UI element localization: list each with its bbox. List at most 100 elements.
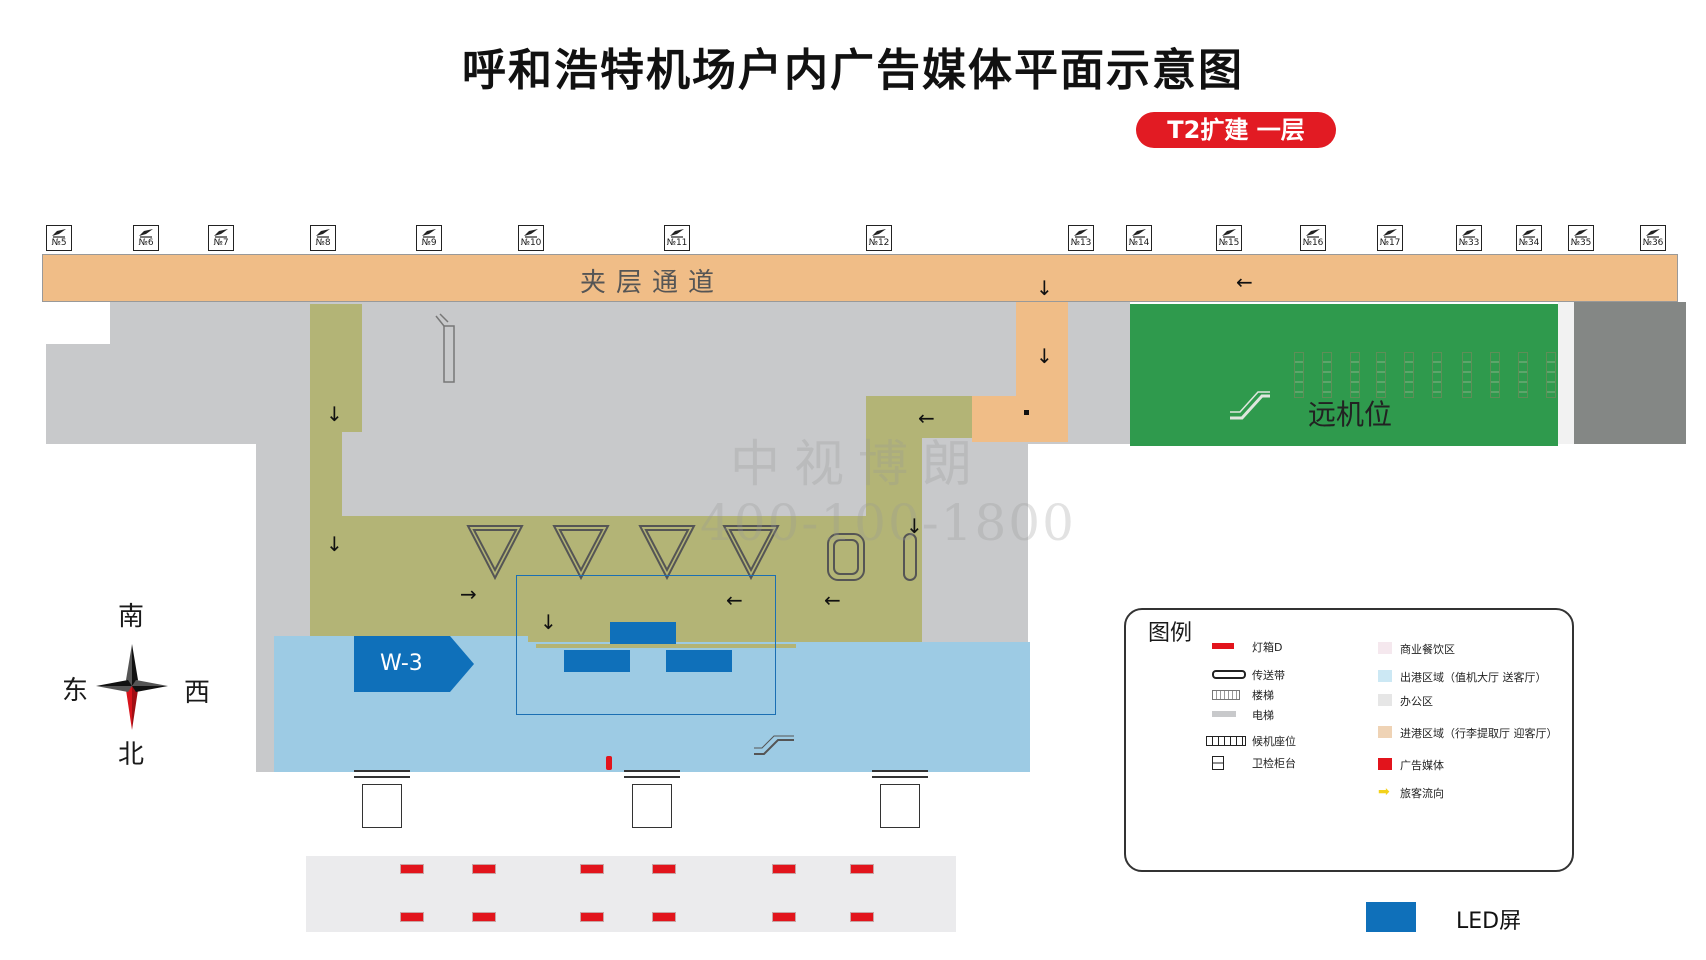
dot-marker xyxy=(1024,410,1029,415)
airplane-departure-icon xyxy=(670,229,684,238)
waiting-seat-row xyxy=(1322,352,1332,398)
gate-number: №6 xyxy=(138,238,154,248)
exit-door-2 xyxy=(632,784,672,828)
gate-number: №5 xyxy=(51,238,67,248)
arrow-icon: ↓ xyxy=(1036,344,1053,368)
waiting-seat-row xyxy=(1350,352,1360,398)
legend-swatch xyxy=(1378,670,1392,682)
media-tag-label[interactable]: W-3 xyxy=(380,651,423,676)
lightbox-media[interactable] xyxy=(850,864,874,874)
lightbox-media[interactable] xyxy=(400,864,424,874)
mezzanine-corridor xyxy=(42,254,1678,302)
arrow-icon: ← xyxy=(726,588,743,612)
airplane-departure-icon xyxy=(1132,229,1146,238)
arrow-icon: ← xyxy=(918,406,935,430)
legend-title: 图例 xyxy=(1148,621,1193,646)
led-screen-3[interactable] xyxy=(666,650,732,672)
page-title: 呼和浩特机场户内广告媒体平面示意图 xyxy=(462,45,1244,96)
gate-13: №17 xyxy=(1377,225,1403,251)
lightbox-media[interactable] xyxy=(400,912,424,922)
media-highlight-frame xyxy=(516,575,776,715)
arrow-icon: ↓ xyxy=(906,514,923,538)
airplane-departure-icon xyxy=(1646,229,1660,238)
gate-14: №33 xyxy=(1456,225,1482,251)
led-screen-2[interactable] xyxy=(564,650,630,672)
red-media-marker[interactable] xyxy=(606,756,612,770)
waiting-seat-row xyxy=(1490,352,1500,398)
legend-label: 商业餐饮区 xyxy=(1400,643,1455,656)
gate-number: №34 xyxy=(1518,238,1540,248)
lightbox-media[interactable] xyxy=(772,912,796,922)
lightbox-media[interactable] xyxy=(652,864,676,874)
led-legend-swatch xyxy=(1366,902,1416,932)
led-screen-1[interactable] xyxy=(610,622,676,644)
arrow-icon: ↓ xyxy=(540,610,557,634)
waiting-seat-row xyxy=(1376,352,1386,398)
gate-number: №10 xyxy=(520,238,542,248)
gate-number: №8 xyxy=(315,238,331,248)
legend-icon xyxy=(1212,708,1236,717)
gate-number: №11 xyxy=(666,238,688,248)
gate-2: №6 xyxy=(133,225,159,251)
legend-icon xyxy=(1212,688,1240,700)
waiting-seat-row xyxy=(1546,352,1556,398)
escalator-icon xyxy=(1230,391,1270,420)
lightbox-media[interactable] xyxy=(652,912,676,922)
dark-gray-area xyxy=(1574,302,1686,444)
gate-number: №7 xyxy=(213,238,229,248)
lightbox-media[interactable] xyxy=(580,912,604,922)
gate-9: №13 xyxy=(1068,225,1094,251)
waiting-seat-row xyxy=(1404,352,1414,398)
gate-number: №9 xyxy=(421,238,437,248)
legend-icon xyxy=(1212,756,1224,770)
legend-swatch xyxy=(1378,726,1392,738)
remote-stand-area xyxy=(1130,304,1558,446)
highlight-top xyxy=(536,644,796,648)
legend-swatch xyxy=(1378,758,1392,770)
legend-label: 旅客流向 xyxy=(1400,787,1444,800)
lightbox-media[interactable] xyxy=(850,912,874,922)
airplane-departure-icon xyxy=(1462,229,1476,238)
floor-badge: T2扩建 一层 xyxy=(1136,112,1336,148)
gate-12: №16 xyxy=(1300,225,1326,251)
legend-swatch xyxy=(1378,642,1392,654)
airplane-departure-icon xyxy=(316,229,330,238)
legend-label: 传送带 xyxy=(1252,669,1285,682)
inner-gray xyxy=(342,432,866,516)
lightbox-media[interactable] xyxy=(580,864,604,874)
airplane-departure-icon xyxy=(1522,229,1536,238)
lightbox-media[interactable] xyxy=(772,864,796,874)
gate-3: №7 xyxy=(208,225,234,251)
compass-south: 南 xyxy=(118,602,145,632)
compass-east: 东 xyxy=(62,676,89,706)
legend-box xyxy=(1124,608,1574,872)
compass-north: 北 xyxy=(118,740,145,770)
arrow-icon: → xyxy=(460,582,477,606)
exit-door-1 xyxy=(362,784,402,828)
lightbox-media[interactable] xyxy=(472,912,496,922)
watermark-phone: 400-100-1800 xyxy=(700,494,1076,552)
airplane-departure-icon xyxy=(1574,229,1588,238)
gate-number: №12 xyxy=(868,238,890,248)
gate-number: №33 xyxy=(1458,238,1480,248)
airplane-departure-icon xyxy=(214,229,228,238)
legend-label: 候机座位 xyxy=(1252,735,1296,748)
legend-icon xyxy=(1212,640,1234,649)
door-lines-1 xyxy=(354,770,410,778)
waiting-seat-row xyxy=(1432,352,1442,398)
gate-number: №13 xyxy=(1070,238,1092,248)
legend-label: 出港区域（值机大厅 送客厅） xyxy=(1400,671,1547,684)
gate-11: №15 xyxy=(1216,225,1242,251)
exit-door-3 xyxy=(880,784,920,828)
lightbox-media[interactable] xyxy=(472,864,496,874)
gate-4: №8 xyxy=(310,225,336,251)
door-lines-2 xyxy=(624,770,680,778)
legend-icon xyxy=(1206,734,1246,746)
gate-7: №11 xyxy=(664,225,690,251)
gate-15: №34 xyxy=(1516,225,1542,251)
airplane-departure-icon xyxy=(1306,229,1320,238)
waiting-seat-row xyxy=(1462,352,1472,398)
legend-label: 楼梯 xyxy=(1252,689,1274,702)
gate-1: №5 xyxy=(46,225,72,251)
watermark-name: 中视博朗 xyxy=(730,435,986,493)
